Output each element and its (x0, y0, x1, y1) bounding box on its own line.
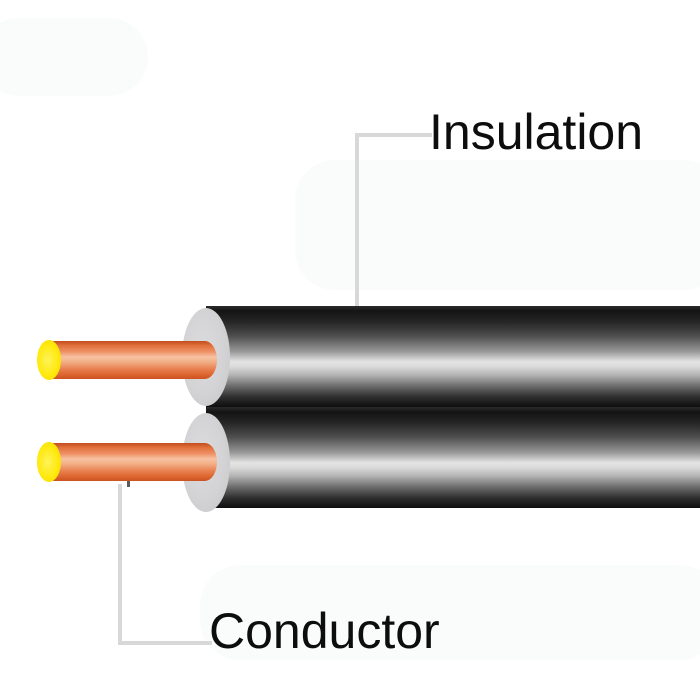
insulation-cylinder-upper (206, 306, 700, 407)
conductor-leader-line-vertical (118, 484, 122, 645)
background-blob (295, 160, 700, 290)
insulation-leader-line-vertical (355, 133, 359, 309)
insulation-label: Insulation (429, 104, 644, 160)
insulation-cylinder-lower (206, 407, 700, 508)
conductor-leader-tick (127, 478, 130, 487)
conductor-label: Conductor (209, 603, 440, 659)
background-blob (200, 565, 700, 660)
conductor-tip-lower (37, 442, 61, 482)
conductor-tip-upper (37, 340, 61, 380)
insulation-leader-line-horizontal (355, 133, 432, 137)
conductor-leader-line-horizontal (118, 641, 212, 645)
conductor-wire-upper (48, 341, 217, 379)
conductor-wire-lower (48, 443, 217, 481)
background-blob (0, 18, 148, 96)
